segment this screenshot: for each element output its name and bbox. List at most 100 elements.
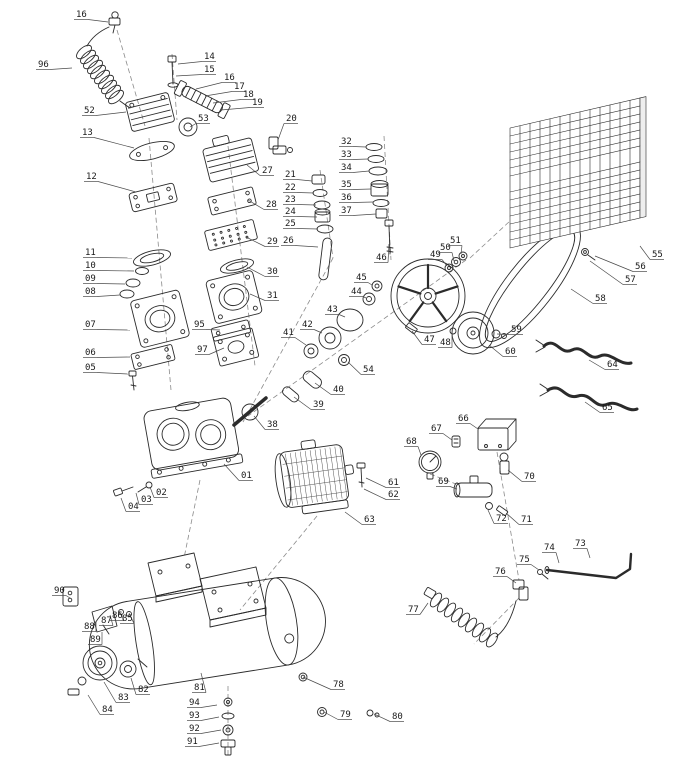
part-label-44: 44 bbox=[351, 287, 362, 297]
leader-line bbox=[469, 423, 479, 430]
part-label-32: 32 bbox=[341, 137, 352, 147]
leader-line bbox=[417, 446, 422, 456]
part-label-33: 33 bbox=[341, 150, 352, 160]
leader-line bbox=[149, 486, 155, 498]
part-label-40: 40 bbox=[333, 385, 344, 395]
leader-line bbox=[205, 329, 221, 331]
part-label-78: 78 bbox=[333, 680, 344, 690]
leader-line bbox=[96, 329, 131, 331]
valve-plate-right bbox=[207, 186, 257, 216]
motor-pulley bbox=[451, 311, 507, 355]
leader-line bbox=[245, 236, 266, 247]
leader-line bbox=[530, 564, 540, 571]
leader-line bbox=[589, 260, 624, 285]
cylinder-head-left bbox=[125, 92, 175, 132]
leader-line bbox=[365, 477, 387, 488]
fin-block-screw bbox=[581, 248, 596, 261]
part-label-52: 52 bbox=[84, 106, 95, 116]
part-label-87: 87 bbox=[101, 616, 112, 626]
leader-line bbox=[223, 463, 240, 481]
leader-line bbox=[96, 372, 129, 375]
tank-outlet-fittings bbox=[298, 672, 380, 718]
leader-line bbox=[96, 270, 135, 272]
crank-bearing-parts bbox=[303, 280, 383, 359]
leader-line bbox=[296, 204, 317, 206]
part-label-30: 30 bbox=[267, 267, 278, 277]
leader-line bbox=[200, 704, 218, 708]
part-label-54: 54 bbox=[363, 365, 374, 375]
leader-line bbox=[120, 497, 127, 512]
air-tank bbox=[88, 577, 326, 690]
cable-terminals bbox=[535, 339, 550, 397]
base-plate-right bbox=[212, 327, 260, 367]
leader-line bbox=[555, 552, 560, 564]
flexible-discharge-hose bbox=[76, 26, 131, 109]
leader-line bbox=[441, 259, 448, 267]
leader-line bbox=[204, 91, 233, 97]
leader-line bbox=[49, 67, 73, 70]
leader-line bbox=[294, 245, 319, 248]
part-label-73: 73 bbox=[575, 539, 586, 549]
leader-line bbox=[367, 282, 373, 286]
leader-line bbox=[220, 107, 251, 111]
part-label-68: 68 bbox=[406, 437, 417, 447]
leader-line bbox=[253, 415, 266, 430]
part-label-84: 84 bbox=[102, 705, 113, 715]
leader-line bbox=[314, 382, 332, 395]
part-label-90: 90 bbox=[54, 586, 65, 596]
cooling-fin-block bbox=[509, 96, 647, 249]
part-label-69: 69 bbox=[438, 477, 449, 487]
flywheel bbox=[390, 258, 466, 334]
electric-motor bbox=[274, 439, 354, 515]
mounting-bolt-left bbox=[128, 370, 137, 391]
leader-line bbox=[487, 509, 495, 524]
leader-line bbox=[200, 729, 222, 734]
part-label-02: 02 bbox=[156, 488, 167, 498]
part-label-49: 49 bbox=[430, 250, 441, 260]
part-label-22: 22 bbox=[285, 183, 296, 193]
leader-line bbox=[352, 201, 374, 203]
leader-line bbox=[87, 19, 109, 23]
part-label-80: 80 bbox=[392, 712, 403, 722]
leader-line bbox=[313, 329, 323, 334]
crankcase-bolts bbox=[113, 481, 153, 497]
part-label-82: 82 bbox=[138, 685, 149, 695]
leader-line bbox=[449, 486, 458, 490]
leader-line bbox=[293, 396, 312, 410]
part-label-39: 39 bbox=[313, 400, 324, 410]
part-label-88: 88 bbox=[84, 622, 95, 632]
part-label-56: 56 bbox=[635, 262, 646, 272]
leader-line bbox=[460, 245, 463, 255]
leader-line bbox=[302, 676, 332, 690]
part-label-51: 51 bbox=[450, 236, 461, 246]
part-label-48: 48 bbox=[440, 338, 451, 348]
part-label-72: 72 bbox=[496, 514, 507, 524]
part-label-65: 65 bbox=[602, 403, 613, 413]
part-label-23: 23 bbox=[285, 195, 296, 205]
hose-flange bbox=[178, 117, 198, 137]
leader-line bbox=[96, 294, 121, 297]
part-label-74: 74 bbox=[544, 543, 555, 553]
part-label-46: 46 bbox=[376, 253, 387, 263]
outlet-fitting bbox=[108, 11, 121, 34]
leader-line bbox=[130, 677, 137, 695]
part-label-17: 17 bbox=[234, 82, 245, 92]
leader-line bbox=[506, 576, 517, 584]
part-label-43: 43 bbox=[327, 305, 338, 315]
piston-rings-left bbox=[119, 267, 149, 299]
leader-line bbox=[198, 742, 220, 747]
leader-line bbox=[594, 255, 634, 272]
part-label-83: 83 bbox=[118, 693, 129, 703]
part-label-61: 61 bbox=[388, 478, 399, 488]
leader-line bbox=[296, 179, 313, 182]
part-label-04: 04 bbox=[128, 502, 139, 512]
leader-line bbox=[352, 188, 372, 190]
leader-line bbox=[87, 694, 101, 715]
leader-line bbox=[96, 283, 126, 285]
part-label-93: 93 bbox=[189, 711, 200, 721]
outlet-pipe bbox=[545, 552, 633, 580]
outlet-manifold bbox=[453, 452, 510, 516]
part-label-85: 85 bbox=[122, 614, 133, 624]
motor-bolt bbox=[356, 462, 366, 488]
part-label-62: 62 bbox=[388, 490, 399, 500]
